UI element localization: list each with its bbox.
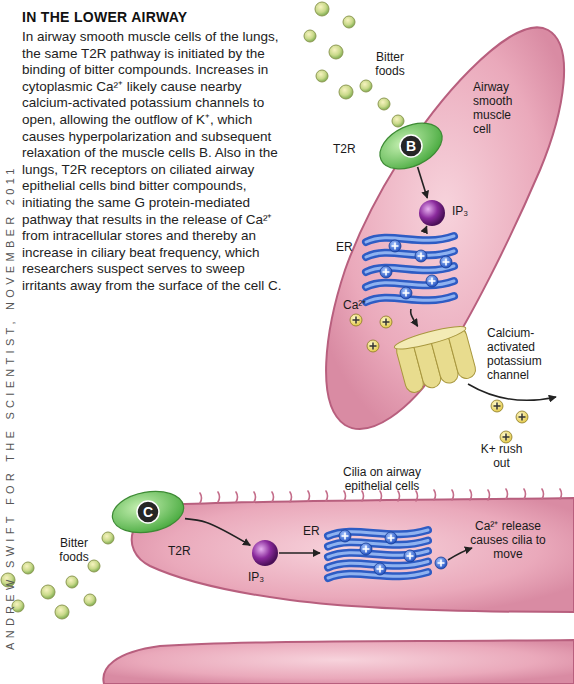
calcium-ions xyxy=(339,240,452,575)
bitter-food-particles xyxy=(88,560,100,572)
bitter-food-particles xyxy=(66,576,78,588)
bitter-food-particles xyxy=(316,70,328,82)
bitter-food-particles xyxy=(392,115,404,127)
channel-shape xyxy=(393,322,479,394)
er-membrane xyxy=(366,281,454,287)
node-outline xyxy=(252,540,278,566)
cell-label: Cilia on airway epithelial cells xyxy=(326,465,438,493)
channel-label: Calcium-activated potassium channel xyxy=(487,326,551,382)
lower-epithelial-cell xyxy=(103,640,574,684)
bitter-food-particles xyxy=(315,2,329,16)
bitter-food-particles xyxy=(329,45,343,59)
figure-caption: In airway smooth muscle cells of the lun… xyxy=(22,29,286,295)
ip3-molecule: IP₃ xyxy=(419,200,445,226)
node-outline xyxy=(419,200,445,226)
potassium-outflow-arrow xyxy=(468,384,556,400)
molecule-sphere xyxy=(252,540,278,566)
cell-membrane xyxy=(326,27,564,429)
er-membrane xyxy=(366,236,454,242)
outflow-label: K+ rush out xyxy=(478,442,525,470)
molecule-label: IP₃ xyxy=(452,204,482,218)
pathway-arrow xyxy=(279,552,320,554)
bitter-foods-label: Bitter foods xyxy=(54,536,94,564)
bitter-foods-label: Bitter foods xyxy=(370,50,410,78)
credit-line: ANDREW SWIFT FOR THE SCIENTIST, NOVEMBER… xyxy=(4,164,16,650)
cell-label: Airway smooth muscle cell xyxy=(473,80,527,136)
t2r-receptor: T2RB xyxy=(378,126,444,166)
channel-top xyxy=(393,322,468,353)
calcium-ions xyxy=(339,240,452,575)
bitter-food-particles xyxy=(339,85,353,99)
bitter-food-particles xyxy=(378,98,390,110)
potassium-channel: Calcium-activated potassium channel xyxy=(395,328,477,392)
bitter-food-particles xyxy=(55,605,69,619)
receptor-oval xyxy=(373,114,450,178)
callout-circle xyxy=(400,135,422,157)
calcium-release-arrow xyxy=(448,548,472,560)
calcium-ions xyxy=(342,243,450,573)
bitter-food-particles xyxy=(343,16,355,28)
callout-circle xyxy=(137,501,159,523)
bitter-food-particles xyxy=(22,562,34,574)
callout-letter: C xyxy=(137,504,159,520)
ip3-molecule: IP₃ xyxy=(252,540,278,566)
bitter-food-particles xyxy=(84,594,96,606)
molecule-sphere xyxy=(419,200,445,226)
er-membrane xyxy=(366,266,454,272)
potassium-ions xyxy=(350,314,528,443)
er-membrane-highlight xyxy=(366,251,454,257)
bitter-food-particles xyxy=(41,585,55,599)
molecule-label: IP₃ xyxy=(248,570,278,584)
pathway-arrow xyxy=(426,225,428,227)
node-outline xyxy=(395,328,477,392)
edge-label: Ca²⁺ xyxy=(343,298,366,312)
er-membrane-highlight xyxy=(366,266,454,272)
er-membrane xyxy=(366,251,454,257)
er-membrane-highlight xyxy=(366,236,454,242)
pathway-arrow xyxy=(411,309,418,326)
cilia xyxy=(200,489,562,503)
pathway-arrow xyxy=(185,519,250,546)
receptor-shape xyxy=(109,486,187,538)
organelle-label: ER xyxy=(303,524,323,538)
t2r-receptor: T2RC xyxy=(112,492,184,532)
receptor-shape xyxy=(373,114,450,178)
potassium-ions xyxy=(350,314,528,443)
cell-membrane xyxy=(132,498,574,612)
pathway-arrow xyxy=(418,167,428,198)
receptor-label: T2R xyxy=(168,544,202,558)
organelle-label: ER xyxy=(336,240,358,254)
bitter-food-particles xyxy=(304,30,316,42)
bitter-food-particles xyxy=(102,532,114,544)
bitter-food-particles xyxy=(360,80,372,92)
figure-title: IN THE LOWER AIRWAY xyxy=(22,9,187,25)
receptor-label: T2R xyxy=(333,142,373,156)
effect-label: Ca²⁺ release causes cilia to move xyxy=(470,519,546,561)
callout-letter: B xyxy=(400,138,422,154)
receptor-oval xyxy=(109,486,187,538)
potassium-ions xyxy=(353,317,526,441)
er-membrane-highlight xyxy=(366,281,454,287)
